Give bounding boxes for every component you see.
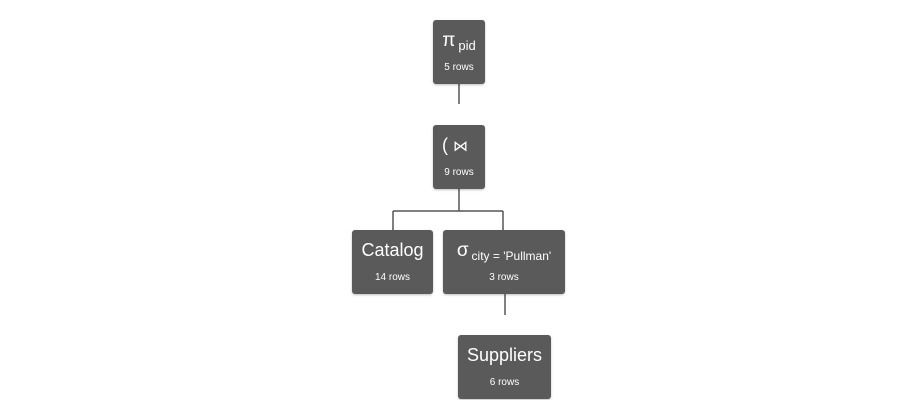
join-operator: ( ⋈ ): [433, 135, 485, 157]
suppliers-relation-name: Suppliers: [466, 345, 543, 365]
catalog-node[interactable]: Catalog 14 rows: [352, 230, 433, 294]
projection-symbol: π: [442, 30, 456, 51]
catalog-relation-name: Catalog: [361, 240, 424, 260]
suppliers-node[interactable]: Suppliers 6 rows: [458, 335, 551, 399]
projection-attribute: pid: [458, 38, 476, 53]
selection-predicate: city = 'Pullman': [471, 249, 552, 263]
join-symbol: ⋈: [453, 138, 469, 155]
catalog-row-count: 14 rows: [374, 272, 410, 283]
selection-row-count: 3 rows: [489, 272, 519, 283]
join-row-count: 9 rows: [444, 167, 474, 178]
join-node[interactable]: ( ⋈ ) 9 rows: [433, 125, 485, 189]
selection-symbol: σ: [456, 240, 469, 261]
projection-row-count: 5 rows: [444, 62, 474, 73]
suppliers-row-count: 6 rows: [489, 377, 520, 388]
join-open-paren: (: [442, 135, 448, 155]
